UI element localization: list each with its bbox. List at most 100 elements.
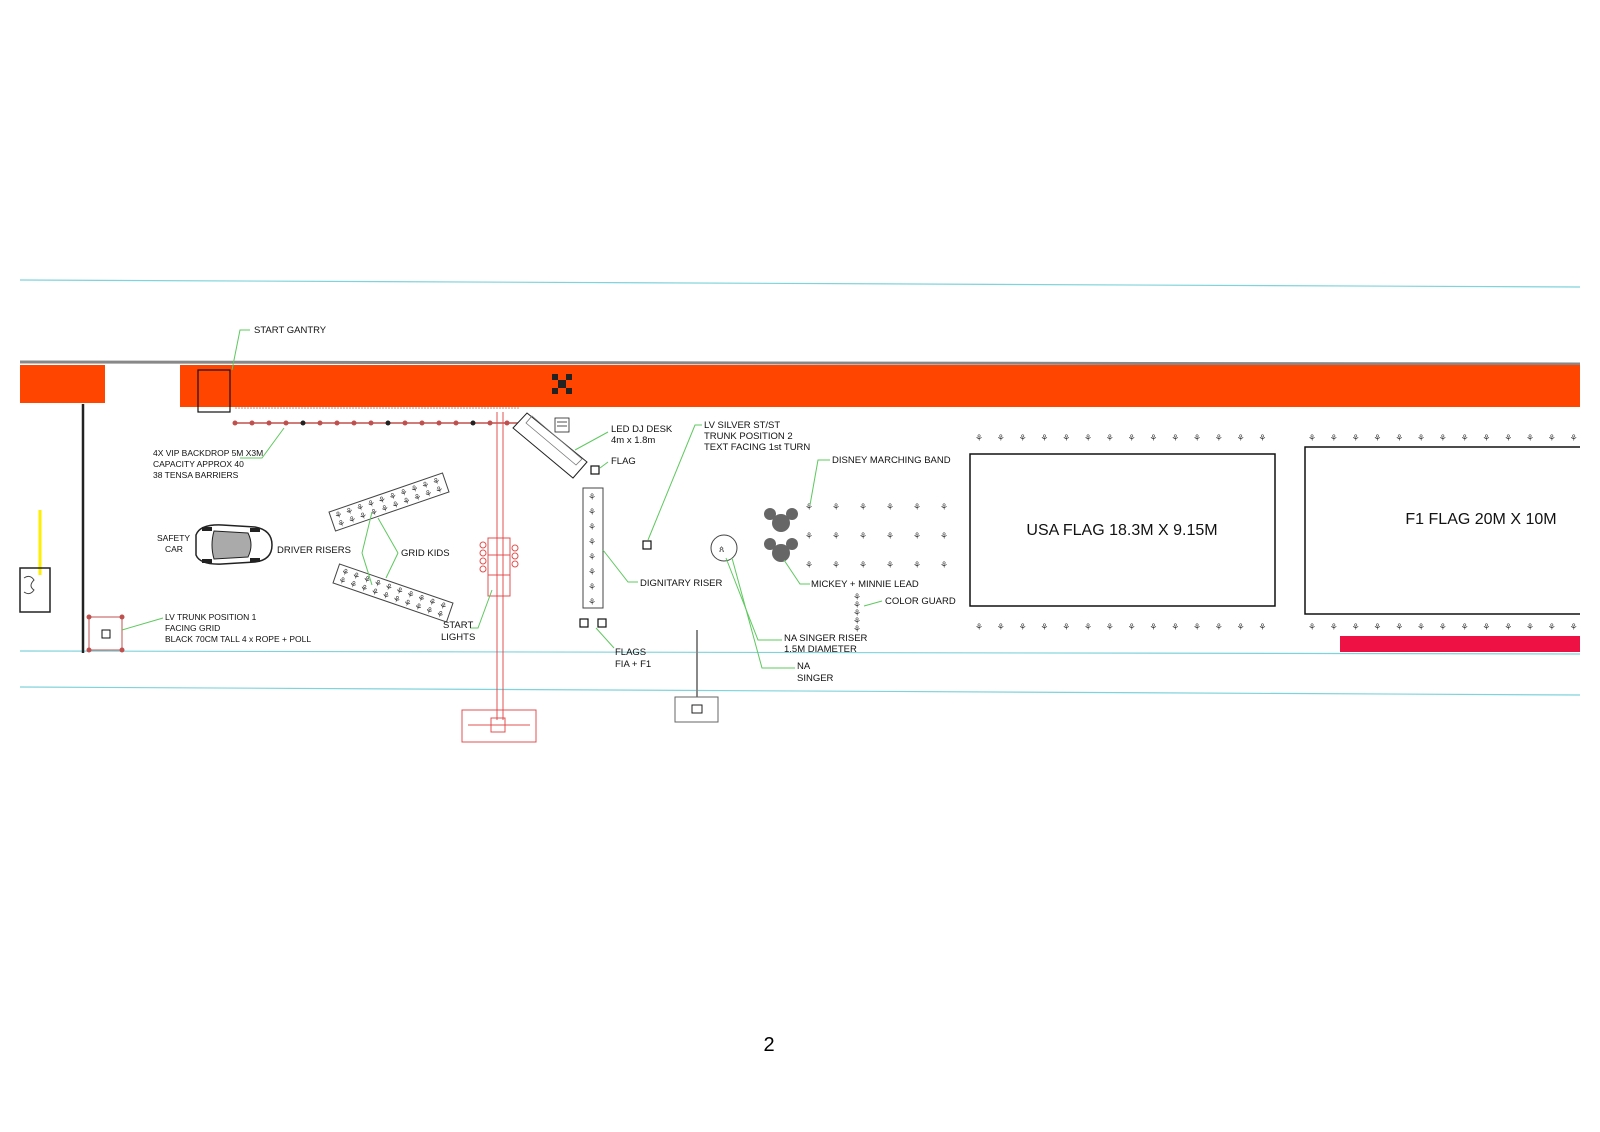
- person-icon: ⚘: [1019, 623, 1027, 633]
- barrier-post: [351, 420, 357, 426]
- flag-f1-marker: [597, 618, 607, 628]
- label-safety-car-1: SAFETY: [157, 533, 190, 543]
- person-icon: ⚘: [853, 625, 861, 635]
- barrier-post: [266, 420, 272, 426]
- track-edge-bottom: [19, 686, 1581, 696]
- person-icon: ⚘: [1526, 434, 1534, 444]
- lv-trunk-2-marker: [642, 540, 652, 550]
- person-icon: ⚘: [1330, 623, 1338, 633]
- label-start-lights-2: LIGHTS: [441, 632, 475, 643]
- person-icon: ⚘: [413, 602, 424, 614]
- label-na-singer-riser-1: NA SINGER RISER: [784, 633, 868, 644]
- person-icon: ⚘: [377, 495, 388, 507]
- person-icon: ⚘: [588, 508, 596, 518]
- leader-start-gantry: [231, 329, 250, 371]
- person-icon: ⚘: [1330, 434, 1338, 444]
- person-icon: ⚘: [1258, 623, 1266, 633]
- person-icon: ⚘: [380, 591, 391, 603]
- barrier-post: [300, 420, 306, 426]
- label-color-guard: COLOR GUARD: [885, 596, 956, 607]
- person-icon: ⚘: [805, 532, 813, 542]
- person-icon: ⚘: [399, 488, 410, 500]
- person-icon: ⚘: [588, 583, 596, 593]
- leader-vip-backdrop: [240, 427, 285, 459]
- leader-grid-kids: [377, 517, 399, 554]
- label-dj-desk-2: 4m x 1.8m: [611, 435, 655, 446]
- person-icon: ⚘: [369, 587, 380, 599]
- leader-disney-band: [809, 459, 830, 506]
- camera-rig-icon: [552, 374, 572, 394]
- barrier-post: [453, 420, 459, 426]
- person-icon: ⚘: [832, 503, 840, 513]
- person-icon: ⚘: [1084, 623, 1092, 633]
- label-driver-risers: DRIVER RISERS: [277, 545, 351, 556]
- person-icon: ⚘: [1084, 434, 1092, 444]
- track-edge-mid: [19, 650, 1581, 655]
- person-icon: ⚘: [940, 561, 948, 571]
- person-icon: ⚘: [588, 598, 596, 608]
- person-icon: ⚘: [853, 601, 861, 611]
- barrier-post: [334, 420, 340, 426]
- person-icon: ⚘: [426, 597, 437, 609]
- leader-start-lights: [470, 589, 493, 629]
- person-icon: ⚘: [886, 503, 894, 513]
- person-icon: ⚘: [437, 601, 448, 613]
- label-grid-kids: GRID KIDS: [401, 548, 450, 559]
- person-icon: ⚘: [832, 561, 840, 571]
- marching-band-people: ⚘⚘⚘⚘⚘⚘⚘⚘⚘⚘⚘⚘⚘⚘⚘⚘⚘⚘: [805, 503, 948, 571]
- barrier-post: [504, 420, 510, 426]
- label-na-singer-riser-2: 1.5M DIAMETER: [784, 644, 857, 655]
- person-icon: ⚘: [1215, 623, 1223, 633]
- person-icon: ⚘: [1482, 434, 1490, 444]
- leader-flags-fia: [595, 627, 615, 649]
- barrier-post: [385, 420, 391, 426]
- person-icon: ⚘: [388, 491, 399, 503]
- person-icon: ⚘: [1149, 434, 1157, 444]
- person-icon: ⚘: [358, 511, 369, 523]
- person-icon: ⚘: [1439, 623, 1447, 633]
- person-icon: ⚘: [1461, 623, 1469, 633]
- person-icon: ⚘: [1570, 623, 1578, 633]
- person-icon: ⚘: [355, 503, 366, 515]
- person-icon: ⚘: [940, 532, 948, 542]
- label-lv-trunk-2-3: TEXT FACING 1st TURN: [704, 442, 810, 453]
- person-icon: ⚘: [1193, 623, 1201, 633]
- orange-track-band: [20, 365, 1580, 407]
- person-icon: ⚘: [1352, 434, 1360, 444]
- person-icon: ⚘: [940, 503, 948, 513]
- dignitary-riser: [582, 487, 604, 609]
- person-icon: ⚘: [1439, 434, 1447, 444]
- person-icon: ⚘: [588, 568, 596, 578]
- person-icon: ⚘: [431, 476, 442, 488]
- person-icon: ⚘: [997, 623, 1005, 633]
- label-lv-trunk-2-2: TRUNK POSITION 2: [704, 431, 793, 442]
- person-icon: ⚘: [402, 598, 413, 610]
- person-icon: ⚘: [1215, 434, 1223, 444]
- person-icon: ⚘: [1237, 434, 1245, 444]
- person-icon: ⚘: [358, 583, 369, 595]
- person-icon: ⚘: [1461, 434, 1469, 444]
- person-icon: ⚘: [347, 579, 358, 591]
- label-safety-car-2: CAR: [165, 544, 183, 554]
- leader-na-singer: [731, 557, 795, 669]
- dignitary-riser-people: ⚘⚘⚘⚘⚘⚘⚘⚘: [588, 493, 596, 608]
- person-icon: ⚘: [383, 582, 394, 594]
- person-icon: ⚘: [859, 532, 867, 542]
- label-lv-trunk-1-1: LV TRUNK POSITION 1: [165, 612, 257, 622]
- person-icon: ⚘: [336, 576, 347, 588]
- person-icon: ⚘: [859, 503, 867, 513]
- leader-driver-risers-2: [361, 552, 373, 586]
- person-icon: ⚘: [1548, 623, 1556, 633]
- label-na-singer-1: NA: [797, 661, 811, 672]
- person-icon: ⚘: [975, 623, 983, 633]
- person-icon: ⚘: [859, 561, 867, 571]
- label-flag: FLAG: [611, 456, 636, 467]
- person-icon: ⚘: [853, 617, 861, 627]
- person-icon: ⚘: [1171, 623, 1179, 633]
- person-icon: ⚘: [369, 507, 380, 519]
- person-icon: ⚘: [402, 496, 413, 508]
- leader-flag: [599, 461, 609, 469]
- person-icon: ⚘: [1352, 623, 1360, 633]
- person-icon: ⚘: [913, 561, 921, 571]
- person-icon: ⚘: [805, 503, 813, 513]
